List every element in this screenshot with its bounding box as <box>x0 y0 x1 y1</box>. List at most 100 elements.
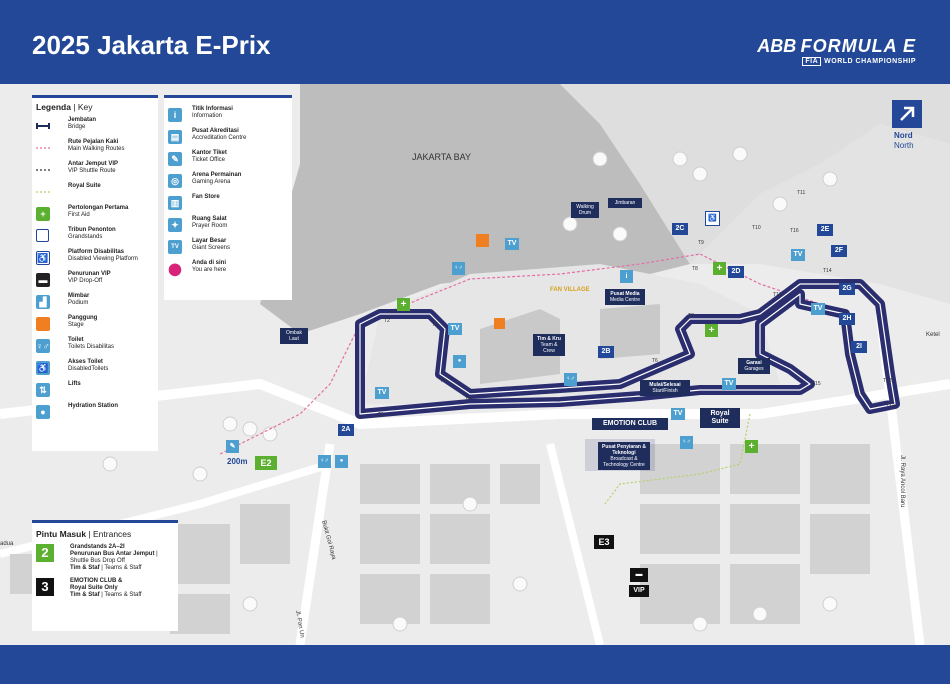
grandstand-2g[interactable]: 2G <box>839 283 855 295</box>
grandstand-2f[interactable]: 2F <box>831 245 847 257</box>
accessible-toilet-icon: ♿ <box>36 361 50 375</box>
water-drop-icon[interactable]: ● <box>335 455 348 468</box>
store-icon: ▥ <box>168 196 182 210</box>
water-drop-icon[interactable]: ● <box>453 355 466 368</box>
grandstand-2e[interactable]: 2E <box>817 224 833 236</box>
turn-label: T7 <box>688 313 694 319</box>
turn-label: T14 <box>823 268 832 274</box>
giant-screen-marker[interactable]: TV <box>722 378 736 390</box>
entrances-panel: Pintu Masuk | Entrances 2 Grandstands 2A… <box>32 520 178 631</box>
water-drop-icon: ● <box>36 405 50 419</box>
header-bar <box>0 0 950 84</box>
stage-icon[interactable] <box>476 234 489 247</box>
grandstand-icon <box>36 229 49 242</box>
road-label: Ketel <box>926 332 940 338</box>
turn-label: T12 <box>883 378 892 384</box>
jimbaran-label[interactable]: Jimbaran <box>608 198 642 208</box>
grandstand-2i[interactable]: 2I <box>851 341 867 353</box>
legend-item-fan-store: ▥Fan Store <box>168 194 288 214</box>
first-aid-icon: + <box>36 207 50 221</box>
turn-label: T10 <box>752 225 761 231</box>
legend-item-hydration: ●Hydration Station <box>36 403 154 423</box>
bridge-icon <box>36 123 50 129</box>
grandstand-2h[interactable]: 2H <box>839 313 855 325</box>
turn-label: T5 <box>465 396 471 402</box>
royal-suite-label[interactable]: Royal Suite <box>700 408 740 428</box>
ombak-laut-label[interactable]: Ombak Laut <box>280 328 308 344</box>
toilet-icon[interactable]: ♀♂ <box>564 373 577 386</box>
road-label: adua <box>0 541 14 547</box>
giant-screen-marker[interactable]: TV <box>811 303 825 315</box>
turn-label: T3 <box>432 322 438 328</box>
grandstand-2b[interactable]: 2B <box>598 346 614 358</box>
stage-icon <box>36 317 50 331</box>
vip-car-icon[interactable]: ▬ <box>630 568 648 582</box>
royal-suite-route-icon <box>36 191 50 193</box>
vip-shuttle-route-icon <box>36 169 50 171</box>
accreditation-icon: ▤ <box>168 130 182 144</box>
vip-drop-off-marker[interactable]: VIP <box>629 585 649 597</box>
first-aid-icon[interactable]: + <box>397 298 410 311</box>
legend-item-royal-suite: Royal Suite <box>36 183 154 203</box>
entrance-e3[interactable]: E3 <box>594 535 614 549</box>
grandstand-2a[interactable]: 2A <box>338 424 354 436</box>
grandstand-2d[interactable]: 2D <box>728 266 744 278</box>
first-aid-icon[interactable]: + <box>713 262 726 275</box>
turn-label: T9 <box>698 240 704 246</box>
info-icon[interactable]: i <box>620 270 633 283</box>
entrance-e2[interactable]: E2 <box>255 456 277 470</box>
fia-logo-text: FIA <box>802 57 822 66</box>
giant-screen-marker[interactable]: TV <box>671 408 685 420</box>
lift-icon: ⇅ <box>36 383 50 397</box>
giant-screen-marker[interactable]: TV <box>375 387 389 399</box>
emotion-club-label[interactable]: EMOTION CLUB <box>592 418 668 430</box>
toilet-icon[interactable]: ♀♂ <box>452 262 465 275</box>
wheelchair-platform-icon[interactable]: ♿ <box>705 211 720 226</box>
north-arrow-icon <box>892 100 922 128</box>
turn-label: T13 <box>886 402 895 408</box>
formula-e-logo-text: FORMULA E <box>800 36 916 56</box>
turn-label: T4 <box>440 378 446 384</box>
info-icon: i <box>168 108 182 122</box>
distance-label: 200m <box>227 457 248 466</box>
stage-icon[interactable] <box>494 318 505 329</box>
circuit-map[interactable] <box>0 84 950 645</box>
entrance-number: 2 <box>36 544 54 562</box>
abb-logo-text: ABB <box>757 36 797 56</box>
bay-label: JAKARTA BAY <box>412 152 472 162</box>
first-aid-icon[interactable]: + <box>745 440 758 453</box>
grandstand-2c[interactable]: 2C <box>672 223 688 235</box>
toilet-icon[interactable]: ♀♂ <box>680 436 693 449</box>
first-aid-icon[interactable]: + <box>705 324 718 337</box>
walking-drum-label[interactable]: Walking Drum <box>571 202 599 218</box>
turn-label: T8 <box>692 266 698 272</box>
fan-village-label[interactable]: FAN VILLAGE <box>550 287 590 293</box>
vip-car-icon: ▬ <box>36 273 50 287</box>
toilet-icon[interactable]: ♀♂ <box>318 455 331 468</box>
giant-screen-marker[interactable]: TV <box>448 323 462 335</box>
ticket-icon[interactable]: ✎ <box>226 440 239 453</box>
giant-screen-marker[interactable]: TV <box>791 249 805 261</box>
giant-screen-marker[interactable]: TV <box>505 238 519 250</box>
gamepad-icon: ◎ <box>168 174 182 188</box>
turn-label: T11 <box>797 190 806 196</box>
